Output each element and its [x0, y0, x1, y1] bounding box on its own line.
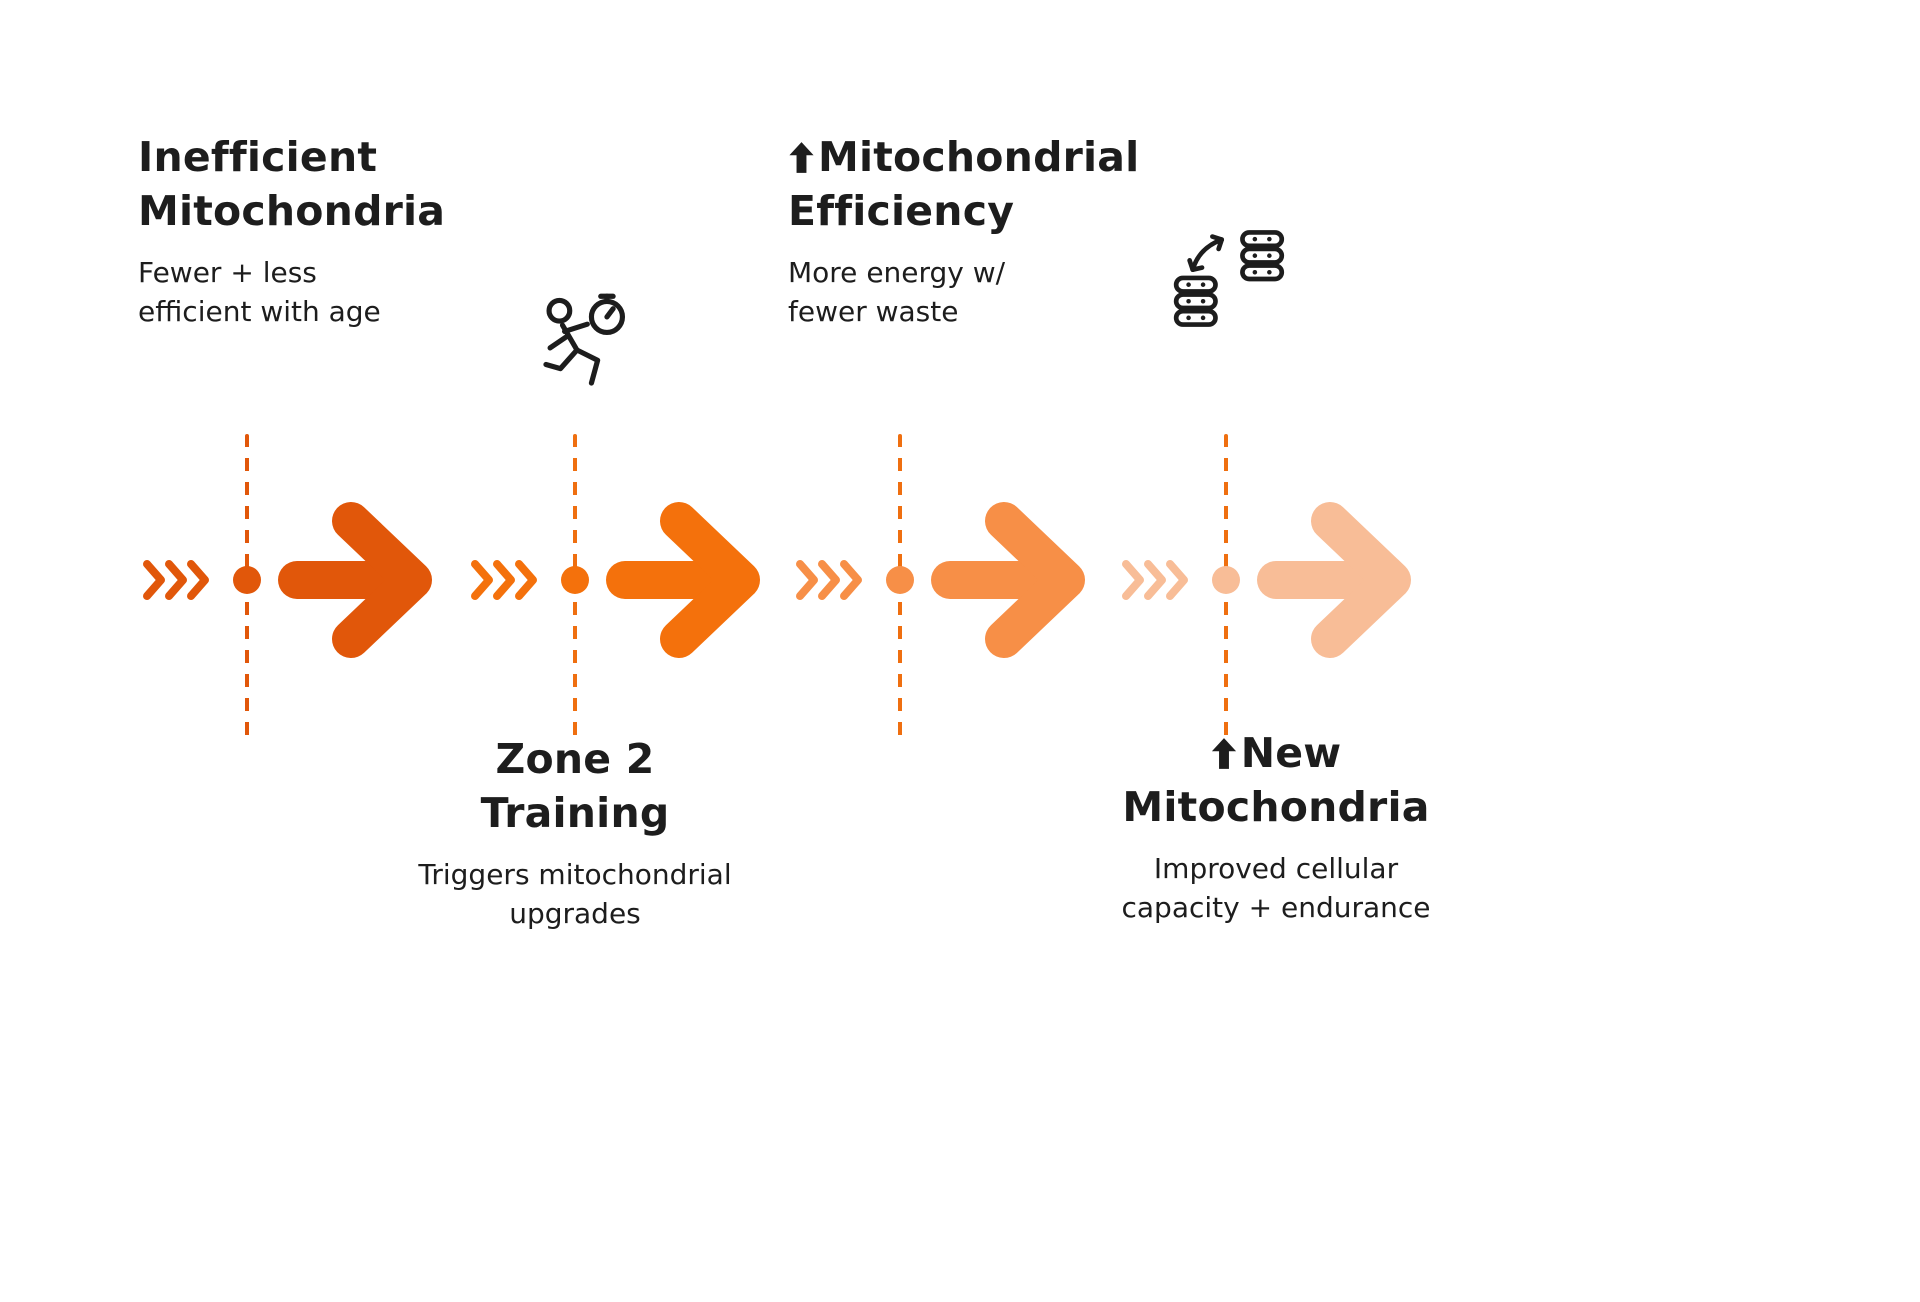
stage-subtitle: Fewer + less efficient with age — [138, 256, 381, 328]
up-arrow-icon — [1212, 738, 1237, 769]
up-arrow-icon — [789, 142, 814, 173]
stage-title: New Mitochondria — [1122, 726, 1431, 834]
timeline-dot — [233, 566, 261, 594]
stage-title: Mitochondrial Efficiency — [788, 130, 1139, 238]
stage-label-zone-2-training: Zone 2 Training Triggers mitochondrial u… — [418, 732, 731, 933]
stage-arrow-icon — [931, 502, 1085, 658]
stage-subtitle: Triggers mitochondrial upgrades — [418, 858, 732, 930]
stage-label-inefficient-mitochondria: Inefficient Mitochondria Fewer + less ef… — [138, 130, 445, 331]
stage-label-mitochondrial-efficiency: Mitochondrial Efficiency More energy w/ … — [788, 130, 1139, 331]
stage-label-new-mitochondria: New Mitochondria Improved cellular capac… — [1122, 726, 1431, 927]
stage-title-text: Mitochondrial Efficiency — [788, 133, 1140, 236]
stage-arrow-icon — [278, 502, 432, 658]
triple-chevron-icon — [471, 560, 537, 600]
stage-arrow-icon — [1257, 502, 1411, 658]
timeline-dot — [1212, 566, 1240, 594]
stage-subtitle: More energy w/ fewer waste — [788, 256, 1006, 328]
stage-title: Zone 2 Training — [480, 735, 670, 838]
stage-title-text: New Mitochondria — [1122, 729, 1430, 832]
timeline-dot — [561, 566, 589, 594]
mitochondria-multiplication-icon — [1173, 230, 1285, 327]
stage-subtitle: Improved cellular capacity + endurance — [1121, 852, 1431, 924]
stage-title: Inefficient Mitochondria — [138, 133, 446, 236]
triple-chevron-icon — [1122, 560, 1188, 600]
triple-chevron-icon — [143, 560, 209, 600]
runner-with-stopwatch-icon — [543, 293, 626, 386]
timeline-dot — [886, 566, 914, 594]
stage-arrow-icon — [606, 502, 760, 658]
triple-chevron-icon — [796, 560, 862, 600]
